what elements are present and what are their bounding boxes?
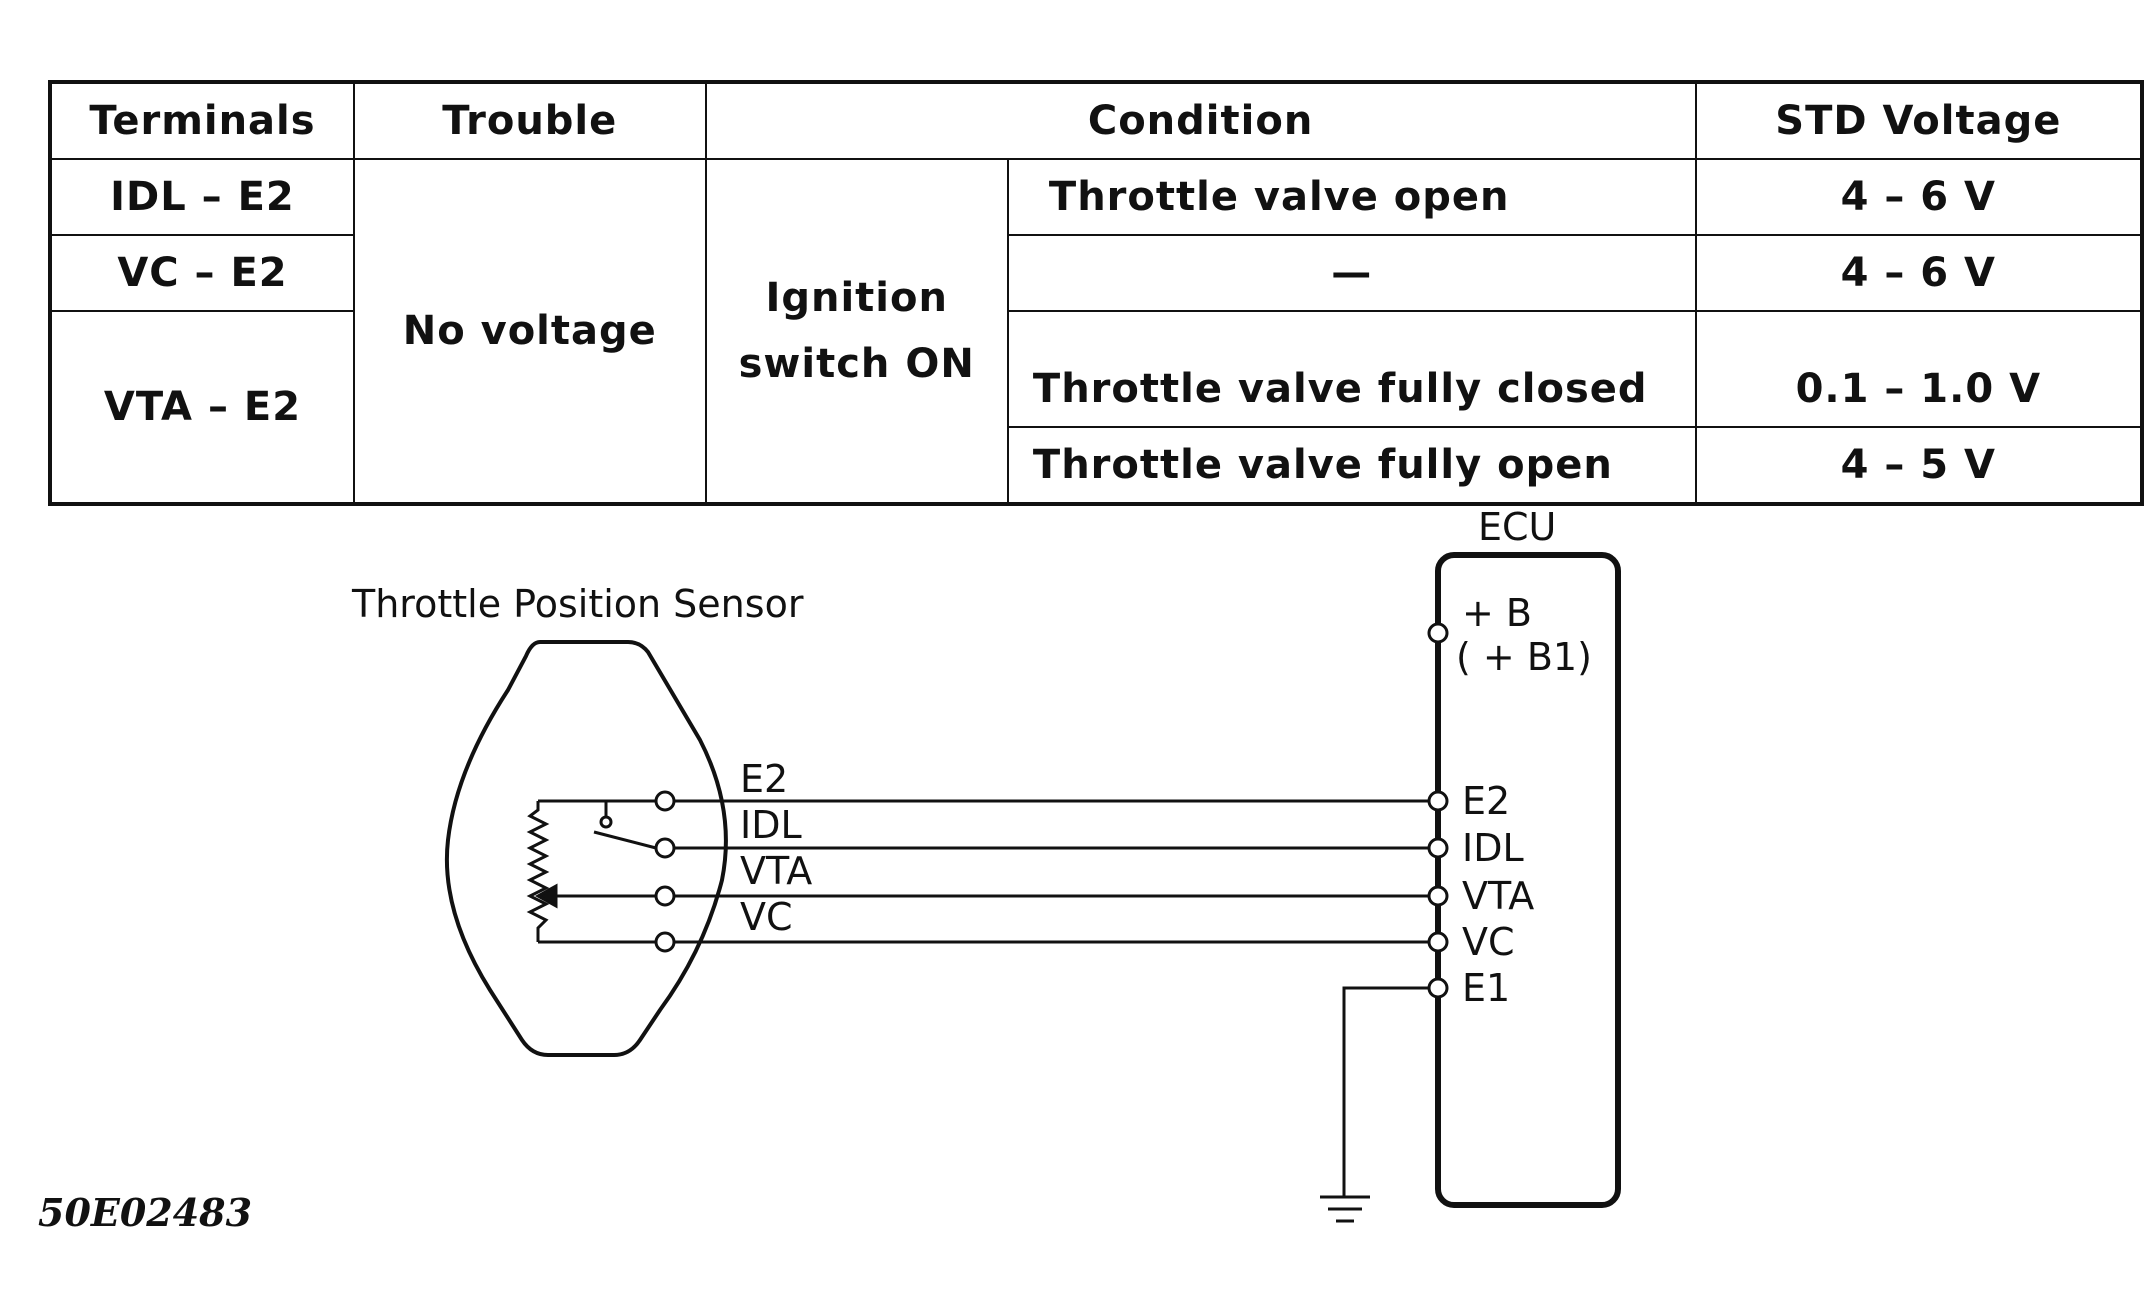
ecu-pin-vc [1427,931,1449,953]
ecu-pin-power [1427,622,1449,644]
header-std-voltage: STD Voltage [1694,81,2144,160]
table-row: Throttle valve fully open 4 – 5 V [50,426,2144,505]
table-row: VTA – E2 Throttle valve fully closed 0.1… [49,310,2144,505]
specification-table: Terminals Trouble Condition STD Voltage … [48,80,2144,506]
wire-harness [674,799,1432,944]
terminal-cell: IDL – E2 [49,158,355,236]
ecu-pin-idl [1427,837,1449,859]
resistor-icon [526,801,550,942]
terminal-cell: VC – E2 [49,234,355,312]
sensor-internals [526,799,665,944]
sub-condition-cell: Throttle valve open [1006,158,1697,236]
sensor-pin-vc [654,931,676,953]
sub-condition-cell: Throttle valve fully closed [1006,310,1697,428]
condition-main-cell: Ignition switch ON [704,158,1009,505]
terminal-cell: VTA – E2 [49,310,355,505]
sensor-title: Throttle Position Sensor [351,582,804,626]
table-row: VC – E2 — 4 – 6 V [49,234,2144,312]
switch-blade-icon [593,830,657,850]
sensor-pins [654,790,676,953]
ecu-power-label: + B [1462,591,1532,635]
header-condition: Condition [704,81,1697,160]
condition-main-line2: switch ON [738,341,975,387]
sensor-pin-label: E2 [740,757,788,801]
sensor-housing [444,640,728,1057]
condition-main-line1: Ignition [765,275,948,321]
figure-code: 50E02483 [38,1190,253,1235]
ecu-pin-label: VC [1462,920,1515,964]
sub-condition-cell: Throttle valve fully open [1006,426,1697,505]
voltage-cell: 4 – 5 V [1694,426,2144,505]
sub-condition-cell: — [1006,234,1697,312]
ecu-box [1435,552,1621,1208]
ecu-pin-vta [1427,885,1449,907]
ecu-power-label-alt: ( + B1) [1456,635,1592,679]
ecu-pin-label: IDL [1462,826,1524,870]
header-trouble: Trouble [352,81,707,160]
wiper-arrow-icon [534,883,558,909]
ecu-pin-label: VTA [1462,874,1534,918]
voltage-cell: 0.1 – 1.0 V [1694,310,2144,428]
sensor-pin-label: IDL [740,803,802,847]
table-row: IDL – E2 No voltage Ignition switch ON T… [49,158,2144,505]
trouble-cell: No voltage [352,158,707,505]
table-header-row: Terminals Trouble Condition STD Voltage [49,81,2144,160]
sensor-pin-e2 [654,790,676,812]
sensor-pin-vta [654,885,676,907]
sensor-pin-label: VTA [740,849,812,893]
switch-contact-icon [599,815,613,829]
ecu-pin-label: E1 [1462,966,1510,1010]
ecu-pin-e1 [1427,977,1449,999]
ecu-pin-label: E2 [1462,779,1510,823]
voltage-cell: 4 – 6 V [1694,234,2144,312]
ecu-pin-e2 [1427,790,1449,812]
sensor-pin-label: VC [740,895,793,939]
ecu-pins [1427,790,1449,999]
ecu-title: ECU [1478,505,1556,549]
ground-icon [1320,986,1429,1223]
sensor-pin-idl [654,837,676,859]
voltage-cell: 4 – 6 V [1694,158,2144,236]
header-terminals: Terminals [49,81,355,160]
